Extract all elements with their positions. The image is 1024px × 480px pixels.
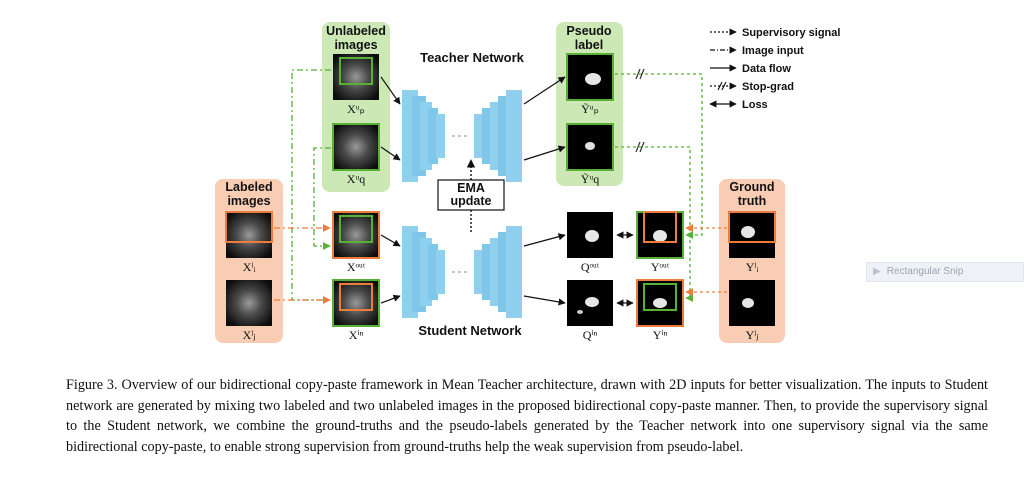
image-xin [332, 279, 380, 327]
legend-loss: Loss [742, 99, 768, 111]
data-flow-arrows [380, 76, 566, 306]
ema-label-2: update [451, 194, 492, 208]
ground-truth-title-2: truth [738, 194, 766, 208]
student-network-label: Student Network [418, 323, 522, 338]
label-yin: Yⁱⁿ [653, 328, 668, 342]
label-yout: Yᵒᵘᵗ [651, 260, 670, 274]
image-xqu [332, 123, 380, 171]
label-ypu: Ỹᵘₚ [581, 102, 599, 116]
label-qin: Qⁱⁿ [583, 328, 598, 342]
unlabeled-title: Unlabeled [326, 24, 386, 38]
pseudo-title-2: label [575, 38, 604, 52]
ema-label: EMA [457, 181, 485, 195]
student-network [402, 226, 522, 318]
label-xin: Xⁱⁿ [349, 328, 364, 342]
label-qout: Qᵒᵘᵗ [581, 260, 600, 274]
image-yin [636, 279, 684, 327]
legend-stop-grad: Stop-grad [742, 81, 794, 93]
image-qout [567, 212, 613, 258]
label-yjl: Yˡⱼ [746, 328, 759, 342]
ground-truth-title: Ground [729, 180, 774, 194]
label-yil: Yˡᵢ [746, 260, 759, 274]
image-yout [636, 211, 684, 259]
teacher-network [402, 90, 522, 182]
label-xjl: Xˡⱼ [243, 328, 256, 342]
label-xout: Xᵒᵘᵗ [347, 260, 366, 274]
figure-caption: Figure 3. Overview of our bidirectional … [66, 377, 988, 455]
rectangular-snip-tooltip[interactable]: ▶ Rectangular Snip [866, 262, 1024, 282]
image-ypu [566, 53, 614, 101]
label-xpu: Xᵘₚ [347, 102, 365, 116]
image-xout [332, 211, 380, 259]
label-yqu: Ỹᵘq [581, 172, 600, 186]
legend-image-input: Image input [742, 45, 804, 57]
label-xil: Xˡᵢ [243, 260, 256, 274]
image-yjl [729, 280, 775, 326]
image-yil [728, 211, 776, 258]
orange-signal-lines [274, 224, 727, 304]
snip-label: Rectangular Snip [886, 266, 964, 277]
snip-icon: ▶ [873, 266, 881, 277]
image-xjl [226, 280, 272, 326]
ema-update-box [437, 179, 505, 211]
unlabeled-title-2: images [334, 38, 377, 52]
image-xpu [333, 54, 379, 100]
labeled-title-2: images [227, 194, 270, 208]
stop-grad-marks [635, 68, 645, 153]
teacher-network-label: Teacher Network [420, 50, 525, 65]
image-xil [225, 211, 273, 258]
green-signal-lines [291, 69, 703, 304]
image-qin [567, 280, 613, 326]
legend-supervisory: Supervisory signal [742, 27, 840, 39]
labeled-title: Labeled [225, 180, 272, 194]
legend-data-flow: Data flow [742, 63, 791, 75]
framework-figure: Unlabeled images Pseudo label Labeled im… [215, 22, 840, 343]
loss-arrows [616, 231, 634, 307]
pseudo-title: Pseudo [566, 24, 612, 38]
image-yqu [566, 123, 614, 171]
label-xqu: Xᵘq [347, 172, 366, 186]
legend: Supervisory signal Image input Data flow… [709, 27, 840, 111]
